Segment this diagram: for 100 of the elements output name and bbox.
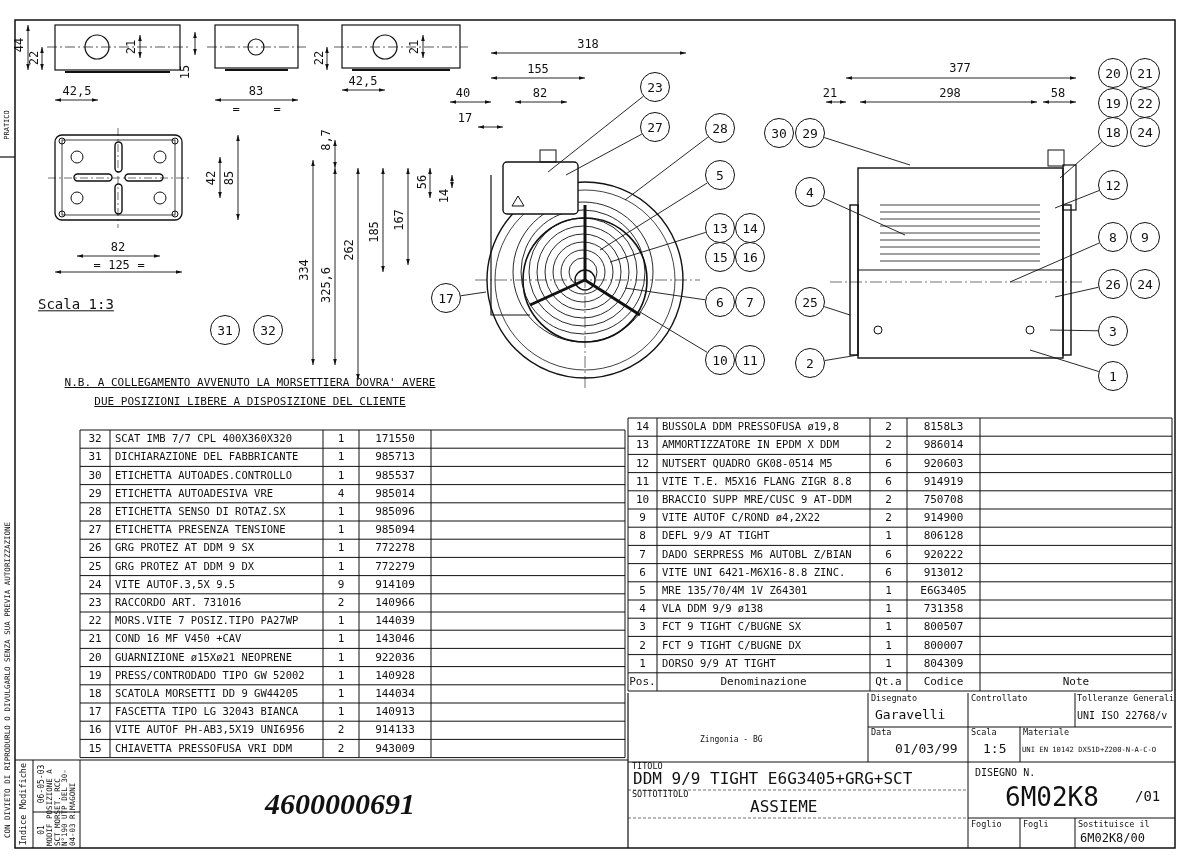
part-code: 985096 xyxy=(375,505,415,518)
quantity: 2 xyxy=(337,596,345,609)
part-code: 986014 xyxy=(923,439,964,452)
leader-line xyxy=(823,306,851,316)
part-number: 7 xyxy=(639,548,646,561)
quantity: 1 xyxy=(885,657,892,670)
callout-number: 14 xyxy=(735,213,765,243)
callout-number: 27 xyxy=(640,112,670,142)
dimension-value: 22 xyxy=(28,50,42,66)
part-number: 24 xyxy=(88,578,102,591)
dimension-value: 42,5 xyxy=(62,85,92,99)
leader-line xyxy=(460,291,487,297)
dimension-value: 318 xyxy=(577,38,599,52)
quantity: 1 xyxy=(337,542,345,555)
part-code: 913012 xyxy=(923,566,964,579)
part-number: 6 xyxy=(639,566,646,579)
part-description: ETICHETTA AUTOADES.CONTROLLO xyxy=(115,469,292,482)
quantity: 4 xyxy=(337,487,345,500)
quantity: 1 xyxy=(885,603,892,616)
part-number: 28 xyxy=(88,505,102,518)
callout-number: 16 xyxy=(735,242,765,272)
callout-number: 21 xyxy=(1130,58,1160,88)
dimension-value: = xyxy=(273,103,281,117)
part-code: 985094 xyxy=(375,524,415,537)
callout-number: 26 xyxy=(1098,269,1128,299)
field-value: 1:5 xyxy=(983,741,1007,757)
dimension-value: 15 xyxy=(179,64,193,80)
part-description: ETICHETTA SENSO DI ROTAZ.SX xyxy=(115,506,286,518)
part-number: 19 xyxy=(88,669,102,682)
dimension-value: 14 xyxy=(438,188,452,204)
part-code: 800507 xyxy=(923,621,964,634)
quantity: 9 xyxy=(337,578,345,591)
quantity: 1 xyxy=(337,524,345,537)
callout-number: 29 xyxy=(795,118,825,148)
column-header: Denominazione xyxy=(720,675,807,688)
quantity: 1 xyxy=(337,433,345,446)
field-value: Zingonia - BG xyxy=(700,735,763,745)
dimension-value: 298 xyxy=(939,87,961,101)
part-code: 985713 xyxy=(375,451,415,464)
field-value: 01 xyxy=(37,825,46,835)
part-description: DADO SERPRESS M6 AUTOBL Z/BIAN xyxy=(662,548,852,561)
part-description: VITE UNI 6421-M6X16-8.8 ZINC. xyxy=(662,566,846,579)
quantity: 2 xyxy=(337,724,345,737)
part-code: 804309 xyxy=(923,657,964,670)
part-number: 11 xyxy=(635,475,650,488)
part-description: DICHIARAZIONE DEL FABBRICANTE xyxy=(115,451,299,464)
field-label: Materiale xyxy=(1023,728,1070,738)
part-description: NUTSERT QUADRO GK08-0514 M5 xyxy=(662,457,833,470)
callout-number: 15 xyxy=(705,242,735,272)
field-value: /01 xyxy=(1135,789,1161,805)
part-code: 920222 xyxy=(923,548,964,561)
field-value: 06-05-03 xyxy=(37,764,46,804)
part-number: 8 xyxy=(639,530,646,543)
part-number: 2 xyxy=(639,639,646,652)
callout-number: 24 xyxy=(1130,117,1160,147)
quantity: 2 xyxy=(885,512,892,525)
part-description: DEFL 9/9 AT TIGHT xyxy=(662,530,770,543)
leader-line xyxy=(639,311,708,353)
dimension-value: 125 xyxy=(108,259,130,273)
part-description: GRG PROTEZ AT DDM 9 SX xyxy=(115,542,255,555)
part-code: 731358 xyxy=(923,603,964,616)
leader-line xyxy=(599,182,708,251)
part-code: 144034 xyxy=(375,687,415,700)
dimension-value: 42 xyxy=(205,170,219,186)
field-label: TITOLO xyxy=(632,762,663,772)
part-number: 25 xyxy=(88,560,102,573)
quantity: 1 xyxy=(885,621,892,634)
field-label: Controllato xyxy=(971,694,1028,704)
quantity: 1 xyxy=(337,469,345,482)
quantity: 6 xyxy=(885,548,892,561)
field-label: Scala xyxy=(971,728,997,738)
quantity: 1 xyxy=(337,687,345,700)
drawing-subtitle: ASSIEME xyxy=(750,798,818,816)
callout-number: 20 xyxy=(1098,58,1128,88)
dimension-value: 185 xyxy=(368,221,382,243)
part-description: SCAT IMB 7/7 CPL 400X360X320 xyxy=(115,433,292,445)
leader-line xyxy=(1054,190,1100,209)
column-header: Note xyxy=(1062,675,1090,688)
part-code: E6G3405 xyxy=(920,584,967,597)
part-code: 914919 xyxy=(923,475,964,488)
part-number: 5 xyxy=(639,584,646,597)
leader-line xyxy=(1009,242,1100,283)
quantity: 2 xyxy=(885,421,892,434)
part-number: 26 xyxy=(88,542,102,555)
drawing-title: DDM 9/9 TIGHT E6G3405+GRG+SCT xyxy=(633,770,913,788)
callout-number: 23 xyxy=(640,72,670,102)
quantity: 1 xyxy=(337,505,345,518)
field-label: Disegnato xyxy=(871,694,918,704)
callout-number: 6 xyxy=(705,287,735,317)
dimension-value: 325,6 xyxy=(320,266,334,304)
part-code: 140928 xyxy=(375,669,415,682)
part-code: 140913 xyxy=(375,706,415,719)
callout-number: 13 xyxy=(705,213,735,243)
field-label: Tolleranze Generali xyxy=(1077,694,1175,704)
part-description: FCT 9 TIGHT C/BUGNE DX xyxy=(662,639,802,652)
note-text: N.B. A COLLEGAMENTO AVVENUTO LA MORSETTIERA DOVRA' AVERE DUE POSIZIONI LIBERE A DISPOSIZIONE DEL CLIENTE xyxy=(63,375,437,410)
callout-number: 30 xyxy=(764,118,794,148)
callout-number: 22 xyxy=(1130,88,1160,118)
part-number: 1 xyxy=(639,657,646,670)
callout-number: 4 xyxy=(795,177,825,207)
